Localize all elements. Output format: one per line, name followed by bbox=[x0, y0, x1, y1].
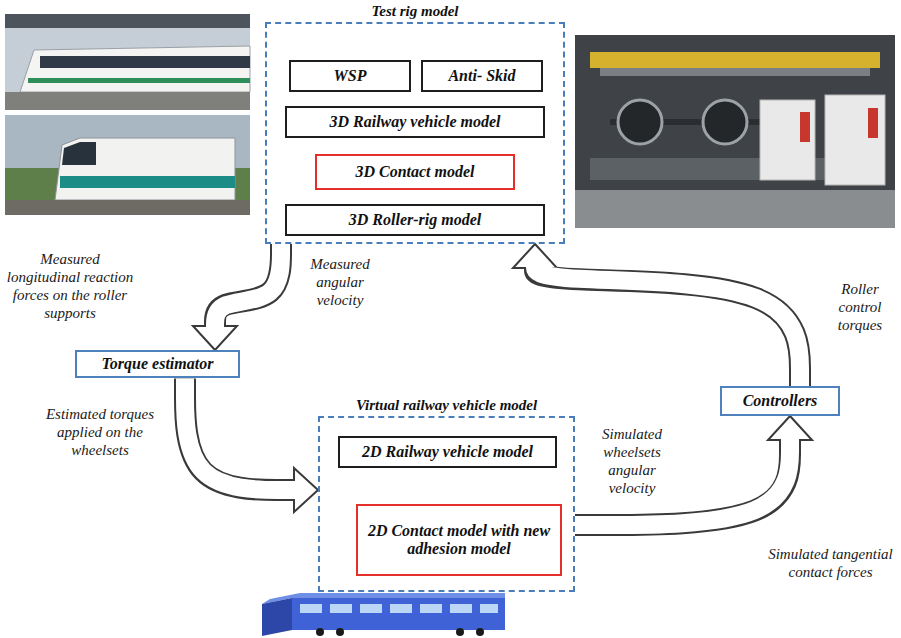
double-deck-train-photo bbox=[5, 14, 250, 110]
carriage-window bbox=[330, 604, 352, 613]
label-holder: Simulated tangential contact forces bbox=[768, 545, 893, 581]
carriage-side bbox=[292, 598, 505, 630]
box-label: 3D Roller-rig model bbox=[349, 211, 481, 229]
platform bbox=[5, 92, 250, 110]
arrow-head bbox=[294, 468, 318, 512]
model-group: Test rig modelWSPAnti- Skid3D Railway ve… bbox=[265, 22, 565, 244]
railway-carriage-icon bbox=[262, 593, 505, 636]
hall-background bbox=[575, 35, 895, 228]
estimator-box: Torque estimator bbox=[75, 350, 240, 378]
label-holder: Measured angular velocity bbox=[300, 255, 380, 309]
group-heading: Virtual railway vehicle model bbox=[320, 397, 573, 413]
arrow-label: Measured longitudinal reaction forces on… bbox=[5, 250, 135, 322]
flow-arrow bbox=[185, 378, 318, 512]
arrow-head bbox=[768, 416, 812, 440]
windshield bbox=[62, 142, 96, 165]
process-box: WSP bbox=[289, 60, 411, 92]
carriage-wheel bbox=[316, 628, 324, 636]
arrow-fill bbox=[185, 378, 297, 490]
train-stripe bbox=[28, 78, 250, 83]
station-roof bbox=[5, 14, 250, 28]
motor-housing bbox=[760, 100, 815, 180]
process-box: Anti- Skid bbox=[421, 60, 543, 92]
carriage-window bbox=[480, 604, 498, 613]
arrow-head bbox=[193, 326, 237, 350]
housing-detail bbox=[868, 108, 878, 138]
carriage-window bbox=[450, 604, 472, 613]
signal-label: Simulated tangential contact forces bbox=[768, 545, 893, 581]
box-label: Torque estimator bbox=[102, 355, 214, 373]
box-label: 2D Railway vehicle model bbox=[362, 443, 533, 461]
process-box: 3D Railway vehicle model bbox=[285, 106, 545, 138]
carriage-end bbox=[262, 598, 292, 636]
photo-sky bbox=[5, 14, 250, 110]
motor-housing bbox=[825, 95, 885, 185]
arrow-label: Simulated wheelsets angular velocity bbox=[592, 425, 672, 497]
carriage-window bbox=[360, 604, 382, 613]
wheel bbox=[618, 100, 662, 144]
hall-floor bbox=[575, 190, 895, 228]
train-windows bbox=[40, 56, 250, 68]
wheel bbox=[703, 100, 747, 144]
carriage-wheel bbox=[456, 628, 464, 636]
flow-arrow bbox=[575, 416, 812, 525]
box-label: WSP bbox=[334, 67, 367, 85]
locomotive-photo bbox=[5, 115, 250, 215]
arrow-label: Roller control torques bbox=[825, 280, 895, 334]
controller-box: Controllers bbox=[720, 386, 840, 416]
contact-model-box: 2D Contact model with new adhesion model bbox=[356, 504, 562, 576]
carriage-window bbox=[300, 604, 322, 613]
frame-beam bbox=[600, 68, 870, 76]
arrow-fill bbox=[215, 244, 281, 329]
track-bed bbox=[5, 200, 250, 215]
label-holder: Estimated torques applied on the wheelse… bbox=[40, 405, 160, 459]
label-holder: Simulated wheelsets angular velocity bbox=[592, 425, 672, 497]
photo-sky bbox=[5, 115, 250, 215]
roller-rig-photo bbox=[575, 35, 895, 228]
group-heading: Test rig model bbox=[267, 3, 563, 19]
model-group: Virtual railway vehicle model2D Railway … bbox=[318, 416, 575, 592]
box-label: 2D Contact model with new adhesion model bbox=[366, 522, 552, 559]
label-holder: Roller control torques bbox=[825, 280, 895, 334]
carriage-wheel bbox=[336, 628, 344, 636]
arrow-label: Estimated torques applied on the wheelse… bbox=[40, 405, 160, 459]
locomotive-body bbox=[55, 138, 235, 200]
carriage-window bbox=[420, 604, 442, 613]
yellow-beam bbox=[590, 52, 880, 68]
carriage-window bbox=[390, 604, 412, 613]
box-label: Controllers bbox=[743, 392, 818, 410]
process-box: 3D Roller-rig model bbox=[285, 204, 545, 236]
contact-model-box: 3D Contact model bbox=[315, 154, 515, 190]
label-holder: Measured longitudinal reaction forces on… bbox=[5, 250, 135, 322]
signal-label: Measured angular velocity bbox=[300, 255, 380, 309]
process-box: 2D Railway vehicle model bbox=[338, 436, 557, 468]
arrow-head bbox=[513, 244, 557, 268]
flow-arrow bbox=[513, 244, 800, 386]
box-label: Anti- Skid bbox=[448, 67, 515, 85]
arrow-fill bbox=[535, 265, 800, 386]
flow-arrow bbox=[193, 244, 281, 350]
box-label: 3D Contact model bbox=[355, 163, 474, 181]
locomotive-band bbox=[60, 176, 235, 188]
box-label: 3D Railway vehicle model bbox=[329, 113, 500, 131]
train-body bbox=[20, 46, 250, 92]
housing-detail bbox=[800, 112, 810, 142]
carriage-wheel bbox=[476, 628, 484, 636]
